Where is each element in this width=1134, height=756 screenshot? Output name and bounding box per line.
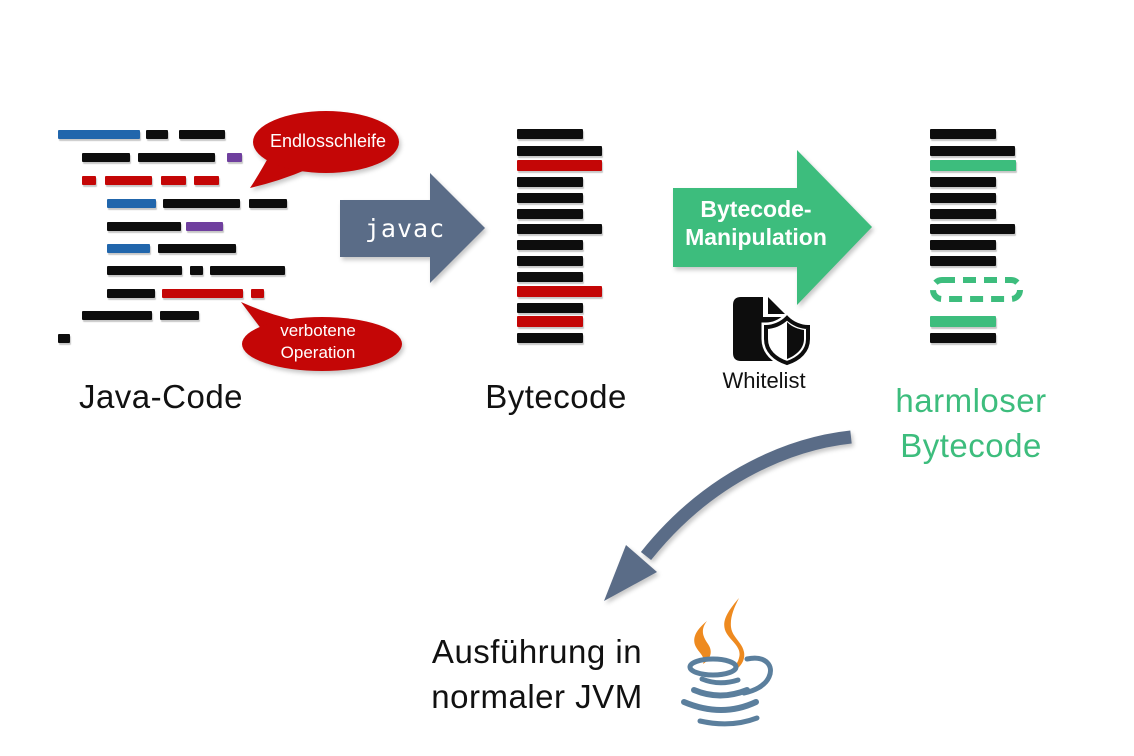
forbidden-operation-line2: Operation — [280, 343, 356, 362]
code-line-blue — [107, 199, 156, 208]
code-line-black — [517, 224, 602, 234]
execution-label: Ausführung in normaler JVM — [431, 629, 642, 719]
code-line-black — [190, 266, 203, 275]
javac-arrow-label: javac — [364, 214, 446, 243]
bytecode-label: Bytecode — [485, 378, 627, 415]
endless-loop-label: Endlosschleife — [269, 131, 387, 151]
execution-label-line2: normaler JVM — [431, 678, 643, 715]
code-line-red — [162, 289, 243, 298]
code-line-red — [517, 316, 583, 327]
code-line-black — [517, 256, 583, 266]
code-line-black — [517, 272, 583, 282]
code-line-black — [517, 209, 583, 219]
harmless-label-line1: harmloser — [895, 382, 1047, 419]
code-line-red — [517, 286, 602, 297]
execution-label-line1: Ausführung in — [431, 633, 643, 670]
forbidden-operation-label: verbotene Operation — [280, 320, 356, 364]
code-line-black — [210, 266, 285, 275]
code-line-black — [107, 289, 155, 298]
code-line-black — [82, 311, 152, 320]
code-line-black — [138, 153, 215, 162]
code-line-purple — [227, 153, 242, 162]
code-line-black — [163, 199, 240, 208]
removed-instruction-box — [930, 277, 1023, 302]
code-line-purple — [186, 222, 223, 231]
code-line-black — [517, 146, 602, 156]
code-line-black — [82, 153, 130, 162]
java-logo-icon — [681, 598, 773, 727]
code-line-black — [107, 266, 182, 275]
code-line-black — [58, 334, 70, 343]
code-line-black — [517, 303, 583, 313]
code-line-green — [930, 316, 996, 327]
code-line-black — [930, 146, 1015, 156]
curved-arrow — [604, 430, 852, 601]
code-line-red — [161, 176, 186, 185]
code-line-black — [930, 224, 1015, 234]
manipulation-arrow-label: Bytecode- Manipulation — [685, 195, 827, 251]
code-line-black — [930, 256, 996, 266]
code-line-black — [517, 333, 583, 343]
code-line-red — [105, 176, 152, 185]
code-line-black — [930, 240, 996, 250]
code-line-black — [930, 333, 996, 343]
manipulation-label-line1: Bytecode- — [700, 196, 812, 222]
code-line-black — [517, 129, 583, 139]
code-line-red — [194, 176, 219, 185]
code-line-black — [930, 209, 996, 219]
code-line-red — [517, 160, 602, 171]
code-line-black — [179, 130, 225, 139]
harmless-label-line2: Bytecode — [900, 427, 1042, 464]
code-line-black — [930, 177, 996, 187]
code-line-black — [160, 311, 199, 320]
manipulation-arrow — [673, 150, 872, 305]
code-line-black — [107, 222, 181, 231]
java-code-label: Java-Code — [78, 378, 244, 415]
whitelist-label: Whitelist — [722, 368, 806, 393]
code-line-green — [930, 160, 1016, 171]
whitelist-document-shield-icon — [733, 297, 813, 368]
code-line-black — [249, 199, 287, 208]
code-line-red — [82, 176, 96, 185]
manipulation-label-line2: Manipulation — [685, 224, 827, 250]
code-line-red — [251, 289, 264, 298]
code-line-blue — [58, 130, 140, 139]
code-line-black — [517, 193, 583, 203]
code-line-black — [930, 129, 996, 139]
endless-loop-bubble — [250, 111, 399, 188]
code-line-black — [517, 177, 583, 187]
code-line-black — [158, 244, 236, 253]
forbidden-operation-bubble — [241, 302, 402, 371]
harmless-bytecode-label: harmloser Bytecode — [895, 378, 1046, 468]
forbidden-operation-line1: verbotene — [280, 321, 356, 340]
code-line-black — [146, 130, 168, 139]
code-line-black — [930, 193, 996, 203]
code-line-black — [517, 240, 583, 250]
code-line-blue — [107, 244, 150, 253]
javac-arrow — [340, 173, 485, 283]
